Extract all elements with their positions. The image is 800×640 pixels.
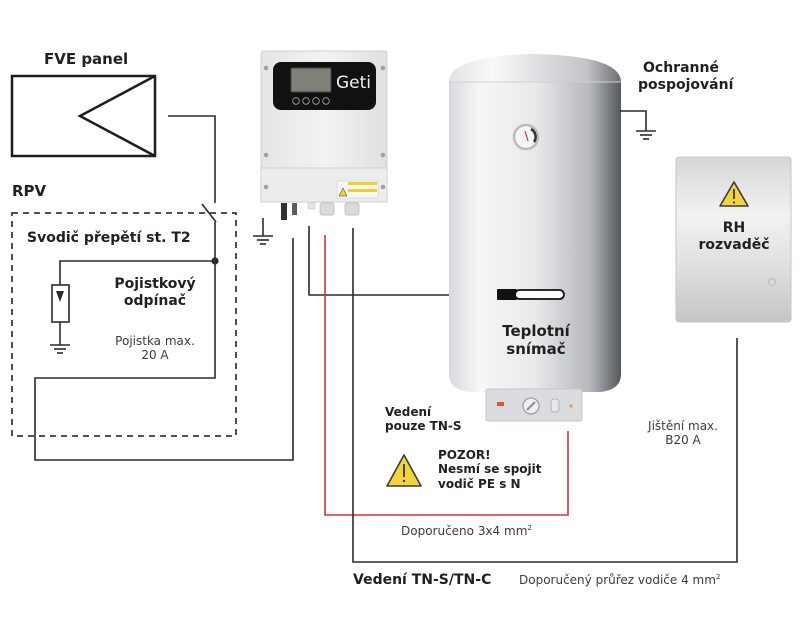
temp-sensor-probe: [497, 289, 517, 300]
recommended-tns-text: Doporučeno 3x4 mm: [401, 524, 528, 538]
junction-dot: [211, 257, 219, 265]
switch-contact: [201, 203, 217, 223]
switchboard-line2: rozvaděč: [698, 236, 770, 253]
surge-protector-label: Svodič přepětí st. T2: [27, 230, 191, 246]
rpv-label: RPV: [12, 182, 47, 200]
equipotential-bonding-label: Ochranné pospojování: [638, 60, 733, 94]
solar-inverter: [260, 50, 388, 220]
water-heater: [449, 54, 621, 422]
inverter-brand-logo: Geti: [336, 73, 372, 93]
wire-tns-tnc: [352, 228, 738, 563]
surge-arrester-symbol: [51, 284, 70, 323]
cross-section-sup: 2: [715, 573, 721, 581]
inverter-button: [312, 97, 320, 105]
mc4-connector: [292, 203, 297, 215]
temp-sensor-line2: snímač: [506, 340, 566, 358]
cable-gland: [344, 202, 360, 216]
pe-n-warning-label: POZOR! Nesmí se spojit vodič PE s N: [438, 448, 542, 491]
fuse-max-line1: Pojistka max.: [115, 334, 195, 348]
wire-pv-to-switch: [168, 115, 217, 223]
tns-only-line1: Vedení: [385, 405, 432, 419]
switchboard-line1: RH: [722, 220, 746, 236]
warning-line1: POZOR!: [438, 448, 491, 462]
breaker-max-line1: Jištění max.: [648, 419, 718, 433]
tns-only-label: Vedení pouze TN-S: [385, 405, 462, 434]
rpv-internal-wiring: [34, 222, 294, 461]
inverter-button: [322, 97, 330, 105]
equipotential-line2: pospojování: [638, 76, 734, 93]
inverter-button: [292, 97, 300, 105]
ground-icon: [50, 344, 70, 354]
breaker-max-line2: B20 A: [665, 433, 701, 448]
pv-panel-diode: [77, 74, 156, 158]
cable-gland: [319, 202, 335, 216]
wire-temp-sensor: [308, 226, 510, 296]
warning-line2: Nesmí se spojit: [438, 462, 542, 477]
fuse-max-line2: 20 A: [141, 348, 169, 363]
temp-sensor-label: Teplotní snímač: [484, 322, 588, 358]
equipotential-line1: Ochranné: [643, 60, 719, 76]
fuse-max-label: Pojistka max. 20 A: [103, 334, 207, 363]
switchboard-label: RH rozvaděč: [683, 220, 785, 254]
ground-icon: [253, 218, 273, 245]
rpv-enclosure: [11, 212, 237, 437]
ground-icon: [620, 110, 656, 140]
pv-panel-frame: [10, 74, 157, 158]
inverter-button: [302, 97, 310, 105]
pv-panel-label: FVE panel: [44, 50, 129, 68]
wire-tns-red: [324, 235, 569, 516]
tns-only-line2: pouze TN-S: [385, 419, 462, 434]
switchboard-rh: [675, 156, 792, 323]
fuse-disconnector-line1: Pojistkový: [114, 276, 196, 292]
fuse-disconnector-line2: odpínač: [123, 292, 187, 309]
tns-tnc-label: Vedení TN-S/TN-C: [353, 572, 492, 588]
mc4-connector: [281, 203, 287, 220]
switchboard-lock: [767, 277, 777, 287]
recommended-tns-sup: 2: [527, 524, 532, 532]
pv-panel-symbol: [10, 74, 157, 158]
cross-section-text: Doporučený průřez vodiče 4 mm: [519, 573, 716, 587]
inverter-lcd: [290, 67, 332, 93]
cross-section-label: Doporučený průřez vodiče 4 mm2: [519, 573, 720, 587]
warning-icon: [386, 454, 422, 487]
arrester-arrow-icon: [56, 291, 64, 302]
fuse-disconnector-label: Pojistkový odpínač: [103, 276, 207, 310]
warning-line3: vodič PE s N: [438, 476, 521, 491]
recommended-tns-label: Doporučeno 3x4 mm2: [401, 524, 532, 538]
temp-sensor-line1: Teplotní: [502, 322, 570, 340]
breaker-max-label: Jištění max. B20 A: [638, 419, 728, 448]
